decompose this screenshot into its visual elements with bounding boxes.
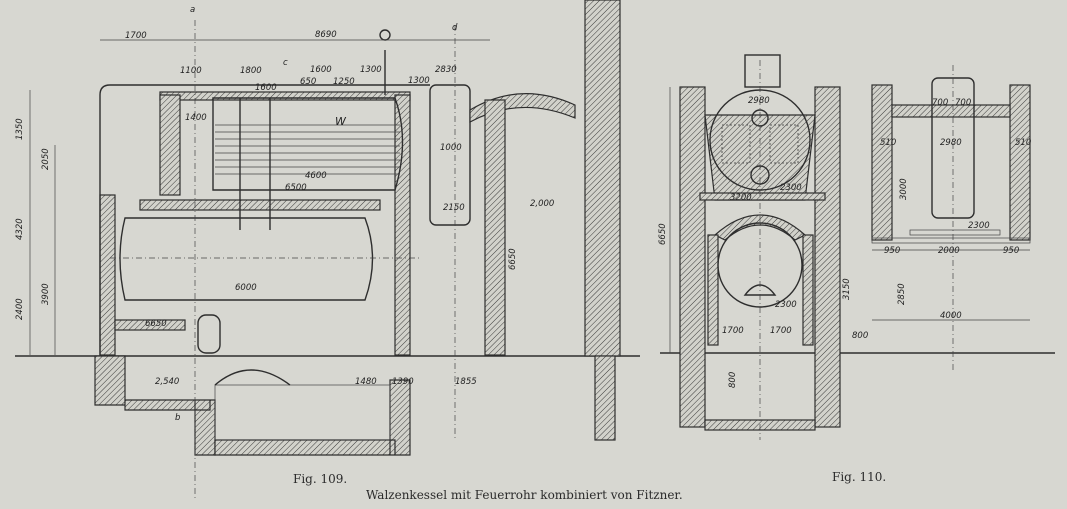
dim-label: 2300 xyxy=(780,183,802,193)
dim-label: 1700 xyxy=(125,31,147,41)
dim-label: 4000 xyxy=(940,311,962,321)
dim-label: 650 xyxy=(300,77,316,87)
dim-label: 2,540 xyxy=(155,377,179,387)
support-beam xyxy=(699,192,826,201)
fig-110-drawing xyxy=(660,54,1055,440)
dim-label: 1100 xyxy=(180,66,202,76)
dim-label: 6000 xyxy=(235,283,257,293)
dim-label: 1390 xyxy=(392,377,414,387)
arch xyxy=(214,369,291,386)
section-mark: b xyxy=(175,413,180,423)
dim-label: 2300 xyxy=(775,300,797,310)
dim-label: 1250 xyxy=(333,77,355,87)
dim-label: 4320 xyxy=(15,218,25,240)
dim-label: 1600 xyxy=(255,83,277,93)
dim-label: 2830 xyxy=(435,65,457,75)
tube-bank xyxy=(721,124,799,164)
dim-label: 800 xyxy=(852,331,868,341)
furnace-arch xyxy=(713,214,807,241)
chimney xyxy=(584,0,621,357)
upper-drum xyxy=(212,97,404,191)
dim-label: 2,000 xyxy=(530,199,554,209)
vertical-tank xyxy=(429,84,471,226)
dim-label: 700 xyxy=(955,98,971,108)
dim-label: 1000 xyxy=(440,143,462,153)
furnace-wall-right xyxy=(802,234,814,346)
dim-label: 1700 xyxy=(722,326,744,336)
front-wall xyxy=(159,94,181,196)
figure-109-label: Fig. 109. xyxy=(293,472,348,486)
figure-110-label: Fig. 110. xyxy=(832,470,887,484)
dim-label: 3000 xyxy=(899,178,909,200)
dim-label: 3200 xyxy=(730,193,752,203)
dim-label: 1300 xyxy=(360,65,382,75)
figure-caption: Walzenkessel mit Feuerrohr kombiniert vo… xyxy=(366,488,683,502)
chimney-base xyxy=(594,355,616,441)
right-wall xyxy=(814,86,841,428)
dim-label: 1855 xyxy=(455,377,477,387)
foundation xyxy=(94,355,216,456)
dim-label: 3900 xyxy=(41,283,51,305)
dim-label: 510 xyxy=(1015,138,1031,148)
dim-label: 2150 xyxy=(443,203,465,213)
fig-109-dimensions: 1700 8690 1100 1800 1600 650 1250 1300 1… xyxy=(15,5,554,423)
dim-label: 1400 xyxy=(185,113,207,123)
dim-label: 950 xyxy=(1003,246,1019,256)
middle-wall xyxy=(139,199,381,211)
dim-label: 950 xyxy=(884,246,900,256)
fire-bridge xyxy=(197,314,221,354)
furnace-front-wall xyxy=(99,194,116,356)
dim-label: 2400 xyxy=(15,298,25,320)
left-wall xyxy=(679,86,706,428)
dim-label: 3150 xyxy=(842,278,852,300)
fig-110-dimensions: 2980 3200 2300 6650 2300 1700 1700 3150 … xyxy=(658,96,1031,388)
dim-label: 2050 xyxy=(41,148,51,170)
dim-label: 6650 xyxy=(658,223,668,245)
ash-pit xyxy=(214,384,391,441)
side-wall-left xyxy=(871,84,893,241)
dim-label: 2300 xyxy=(968,221,990,231)
dim-label: 700 xyxy=(932,98,948,108)
dim-label: 4600 xyxy=(305,171,327,181)
dim-label: 800 xyxy=(728,372,738,388)
side-top xyxy=(891,104,1011,118)
flue-channel xyxy=(214,379,411,456)
dome xyxy=(744,54,781,88)
dim-label: 1700 xyxy=(770,326,792,336)
dim-label: 1300 xyxy=(408,76,430,86)
top-wall xyxy=(159,91,411,101)
stamp-mark: W xyxy=(335,115,347,128)
dim-label: 2000 xyxy=(938,246,960,256)
dim-label: 6650 xyxy=(508,248,518,270)
column xyxy=(484,99,506,356)
dim-label: 6500 xyxy=(285,183,307,193)
side-wall-right xyxy=(1009,84,1031,241)
section-mark: d xyxy=(452,23,458,33)
dim-label: 2980 xyxy=(748,96,770,106)
section-mark: a xyxy=(190,5,195,15)
fire-tubes xyxy=(215,124,400,175)
steam-pipe xyxy=(99,84,430,355)
section-mark: c xyxy=(283,58,288,68)
dim-label: 2850 xyxy=(897,283,907,305)
fire-tube-section xyxy=(743,284,777,296)
dim-label: 6650 xyxy=(145,319,167,329)
fig-109-drawing xyxy=(15,0,640,500)
grate xyxy=(114,319,186,331)
dim-label: 1800 xyxy=(240,66,262,76)
dim-label: 2980 xyxy=(940,138,962,148)
dim-label: 1480 xyxy=(355,377,377,387)
dim-label: 8690 xyxy=(315,30,337,40)
furnace-wall-left xyxy=(707,234,719,346)
dim-label: 1600 xyxy=(310,65,332,75)
dim-label: 510 xyxy=(880,138,896,148)
dim-label: 1350 xyxy=(15,118,25,140)
lower-drum-fire-tube xyxy=(119,217,374,301)
